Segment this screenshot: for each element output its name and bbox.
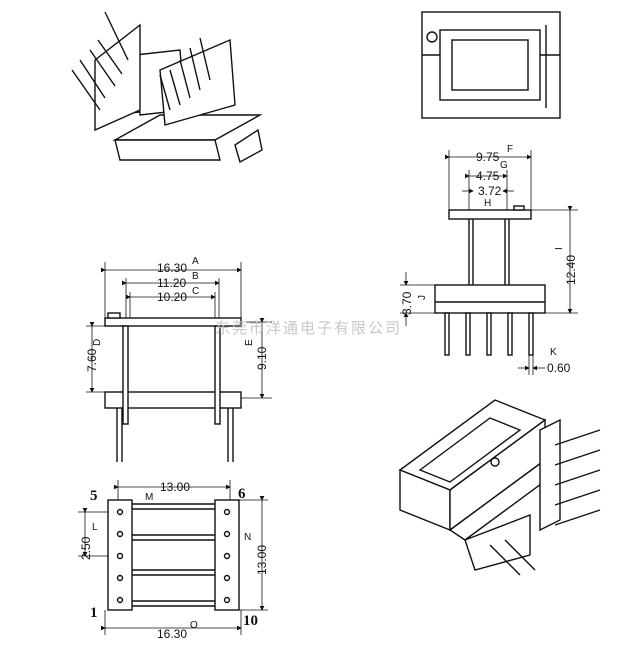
pin-1-label: 1 — [90, 605, 98, 621]
dim-a-label: A — [192, 256, 199, 267]
isometric-view-bottom — [398, 399, 601, 576]
dim-b-value: 11.20 — [157, 276, 186, 290]
dim-i-label: I — [554, 247, 565, 250]
dim-j-label: J — [417, 295, 428, 300]
dim-g-value: 4.75 — [476, 169, 500, 183]
dim-e-label: E — [244, 339, 255, 346]
dim-k-label: K — [550, 347, 557, 358]
isometric-view-top — [71, 11, 263, 164]
dim-i-value: 12.40 — [564, 255, 578, 285]
bottom-view: 13.00 M 16.30 O 2.50 L 13.00 N 5 6 1 10 — [78, 480, 269, 641]
dim-m-label: M — [145, 492, 153, 503]
dim-l-value: 2.50 — [79, 536, 93, 560]
dim-j-value: 3.70 — [400, 291, 414, 315]
dim-e-value: 9.10 — [255, 346, 269, 370]
pin-10-label: 10 — [243, 613, 258, 629]
dim-n-value: 13.00 — [255, 545, 269, 575]
dim-n-label: N — [244, 532, 251, 543]
dim-c-value: 10.20 — [157, 290, 187, 304]
dim-h-value: 3.72 — [478, 184, 502, 198]
dim-c-label: C — [192, 286, 199, 297]
dim-h-label: H — [484, 198, 491, 209]
front-view: 16.30 A 11.20 B 10.20 C 7.60 D 9.10 E — [85, 256, 272, 462]
watermark-text: 东莞市洋通电子有限公司 — [215, 319, 402, 337]
side-view: 9.75 F 4.75 G 3.72 H 12.40 I 3.70 J 0.60… — [400, 144, 578, 375]
dim-f-label: F — [507, 144, 513, 155]
dim-l-label: L — [92, 522, 98, 533]
dim-a-value: 16.30 — [157, 261, 187, 275]
dim-d-value: 7.60 — [85, 348, 99, 372]
dim-k-value: 0.60 — [547, 361, 571, 375]
dim-f-value: 9.75 — [476, 150, 500, 164]
dim-o-label: O — [190, 620, 198, 631]
dim-d-label: D — [92, 339, 103, 346]
dim-m-value: 13.00 — [160, 480, 190, 494]
dim-g-label: G — [500, 160, 508, 171]
dim-b-label: B — [192, 271, 199, 282]
dim-o-value: 16.30 — [157, 627, 187, 641]
pin-5-label: 5 — [90, 488, 98, 504]
pin-6-label: 6 — [238, 486, 246, 502]
top-view — [421, 11, 561, 119]
